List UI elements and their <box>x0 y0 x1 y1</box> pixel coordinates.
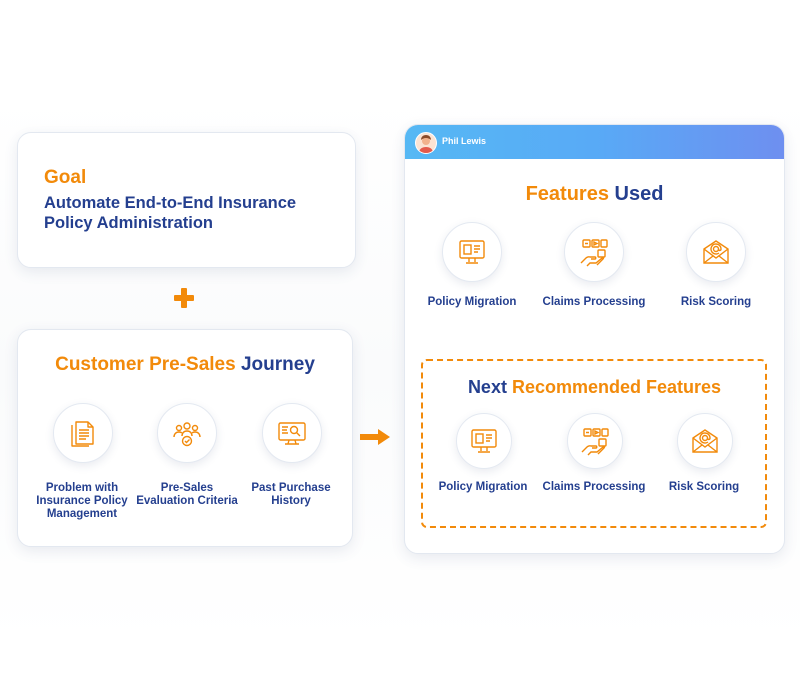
journey-title-part1: Customer Pre-Sales <box>55 354 236 375</box>
next-feature-label: Policy Migration <box>438 481 528 493</box>
journey-title-part2: Journey <box>240 354 315 375</box>
next-feature-label: Risk Scoring <box>668 481 740 493</box>
journey-item-label: Pre-Sales Evaluation Criteria <box>136 482 238 507</box>
features-card: Phil Lewis Features Used Policy Migratio… <box>404 124 785 554</box>
plus-icon <box>172 286 196 310</box>
envelope-at-icon <box>686 222 746 282</box>
goal-card: Goal Automate End-to-End Insurance Polic… <box>17 132 356 268</box>
next-feature-label: Claims Processing <box>542 481 646 493</box>
avatar <box>415 132 437 154</box>
features-title-part1: Features <box>525 183 609 205</box>
policy-monitor-icon <box>456 413 512 469</box>
claims-hand-icon <box>564 222 624 282</box>
envelope-at-icon <box>677 413 733 469</box>
next-title-part2: Recommended Features <box>511 377 722 397</box>
policy-monitor-icon <box>442 222 502 282</box>
goal-label: Goal <box>44 167 87 188</box>
claims-hand-icon <box>567 413 623 469</box>
goal-text: Automate End-to-End Insurance Policy Adm… <box>44 194 297 232</box>
monitor-search-icon <box>262 403 322 463</box>
journey-item-label: Problem with Insurance Policy Management <box>36 482 128 520</box>
feature-used-label: Claims Processing <box>542 296 646 308</box>
feature-used-label: Policy Migration <box>427 296 517 308</box>
document-icon <box>53 403 113 463</box>
journey-title: Customer Pre-Sales Journey <box>18 354 352 376</box>
features-title-part2: Used <box>614 183 664 205</box>
feature-used-label: Risk Scoring <box>680 296 752 308</box>
user-header-bar: Phil Lewis <box>405 125 784 159</box>
group-check-icon <box>157 403 217 463</box>
next-recommended-title: Next Recommended Features <box>405 377 784 398</box>
arrow-right-icon <box>360 429 390 445</box>
recommended-features-box <box>421 359 767 528</box>
journey-item-label: Past Purchase History <box>251 482 331 507</box>
next-title-part1: Next <box>467 377 507 397</box>
features-used-title: Features Used <box>405 183 784 206</box>
journey-card: Customer Pre-Sales Journey Problem with … <box>17 329 353 547</box>
user-name: Phil Lewis <box>442 136 487 146</box>
